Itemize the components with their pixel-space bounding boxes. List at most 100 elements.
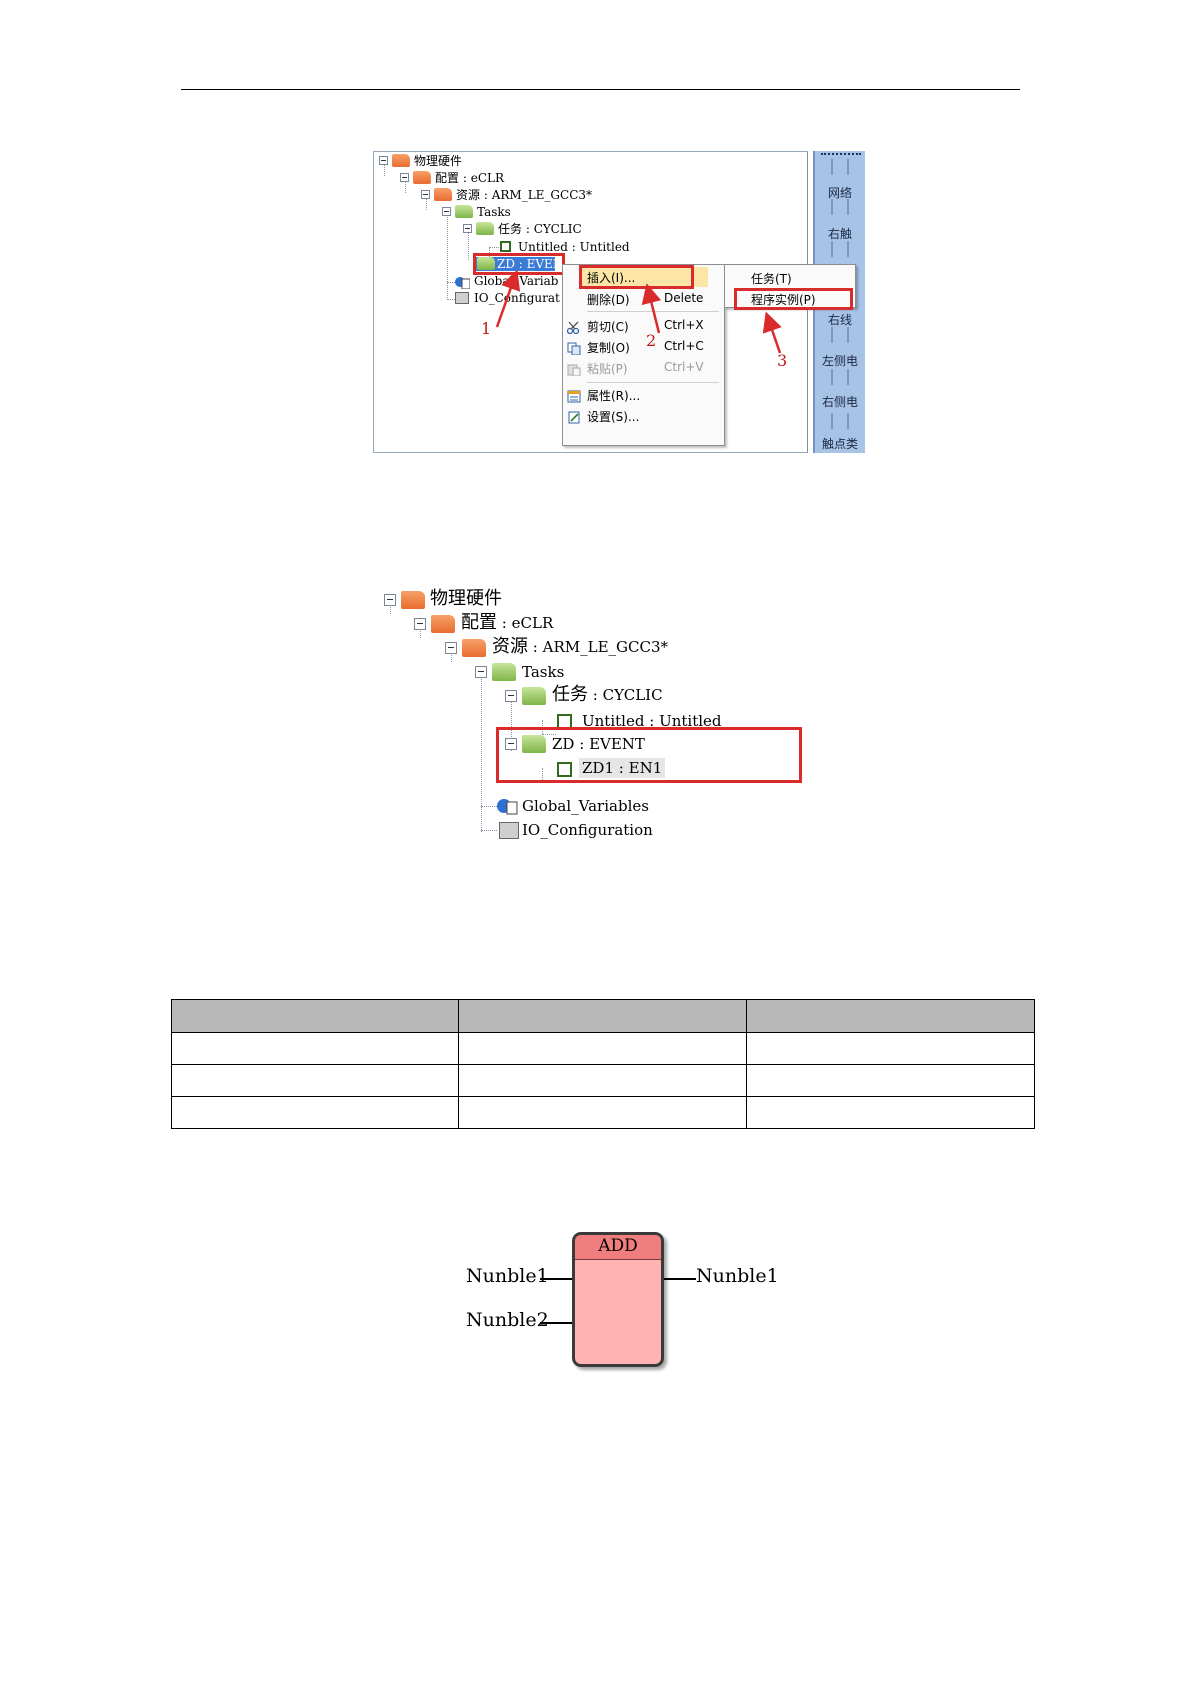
table-cell: [170, 1096, 460, 1129]
tree-item-zd-event[interactable]: ZD : EVENT: [497, 257, 572, 271]
toolbox-item-right-contact[interactable]: 右触: [827, 227, 852, 241]
folder-icon: [522, 687, 546, 705]
menu-item-properties[interactable]: 属性(R)...: [587, 389, 641, 403]
collapse-toggle[interactable]: [505, 738, 517, 750]
folder-icon: [477, 257, 495, 270]
tree-line: [542, 768, 543, 782]
tree-line: [447, 214, 448, 300]
collapse-toggle[interactable]: [414, 618, 426, 630]
table-cell: [458, 1032, 747, 1065]
tree-item-resource[interactable]: 资源 : ARM_LE_GCC3*: [456, 188, 593, 202]
table-header-cell: [745, 999, 1036, 1033]
folder-icon: [522, 735, 546, 753]
tree-line: [390, 600, 391, 614]
collapse-toggle[interactable]: [475, 666, 487, 678]
collapse-toggle[interactable]: [463, 224, 472, 233]
folder-icon: [392, 154, 410, 167]
collapse-toggle[interactable]: [379, 156, 388, 165]
folder-icon: [492, 663, 516, 681]
toolbox-grip: [821, 153, 861, 155]
folder-icon: [455, 205, 473, 218]
toolbox-item-right-rail[interactable]: 右侧电: [821, 395, 858, 409]
global-variables-icon: [496, 797, 518, 815]
toolbox-item-left-rail[interactable]: 左侧电: [821, 354, 858, 368]
tree-line: [451, 648, 452, 662]
tree-line: [481, 672, 482, 832]
tree-line: [489, 247, 499, 248]
tree-item-task-cyclic[interactable]: 任务 : CYCLIC: [498, 222, 582, 236]
tree-item-config[interactable]: 配置 : eCLR: [461, 612, 554, 633]
tree-item-untitled[interactable]: Untitled : Untitled: [518, 240, 630, 254]
menu-item-paste[interactable]: 粘贴(P): [587, 362, 628, 376]
tree-item-io-configuration[interactable]: IO_Configuration: [522, 821, 653, 839]
menu-separator: [587, 382, 719, 383]
toolbox-item-right-line[interactable]: 右线: [827, 313, 852, 327]
menu-item-settings[interactable]: 设置(S)...: [587, 410, 640, 424]
callout-arrows: [495, 269, 782, 354]
folder-icon: [462, 639, 486, 657]
table-row: [170, 1096, 1036, 1129]
collapse-toggle[interactable]: [442, 207, 451, 216]
toolbox-contact-icon: [831, 199, 849, 215]
submenu-item-task[interactable]: 任务(T): [751, 272, 792, 286]
fb-input-label-2: Nunble2: [466, 1309, 549, 1331]
tree-item-physical-hardware: 物理硬件: [414, 154, 463, 168]
menu-item-insert[interactable]: 插入(I)...: [587, 271, 636, 285]
io-configuration-icon: [499, 822, 519, 839]
tree-item-zd-event[interactable]: ZD : EVENT: [552, 735, 645, 753]
collapse-toggle[interactable]: [400, 173, 409, 182]
tree-item-untitled[interactable]: Untitled : Untitled: [582, 712, 722, 730]
toolbox-item-contact-type[interactable]: 触点类: [821, 437, 858, 451]
tree-item-global-variables[interactable]: Global_Variables: [522, 797, 649, 815]
tree-line: [481, 806, 497, 807]
tree-item-zd1-en1[interactable]: ZD1 : EN1: [579, 758, 666, 778]
highlight-box-3: [734, 288, 853, 310]
table-row: [170, 1064, 1036, 1097]
tree-item-tasks[interactable]: Tasks: [522, 663, 565, 681]
function-block-add[interactable]: ADD: [572, 1232, 664, 1367]
menu-item-delete[interactable]: 删除(D): [587, 293, 630, 307]
collapse-toggle[interactable]: [445, 642, 457, 654]
tree-line: [447, 282, 459, 283]
context-menu-screenshot: 网络 右触 右线 左侧电 右侧电 触点类 物理硬件 配置 : eCLR 资源 :…: [373, 151, 865, 453]
settings-icon: [567, 409, 581, 424]
table-cell: [745, 1064, 1036, 1097]
folder-icon: [413, 171, 431, 184]
selected-row-highlight: [475, 257, 555, 271]
tree-item-io-configuration[interactable]: IO_Configurat: [474, 291, 560, 305]
collapse-toggle[interactable]: [421, 190, 430, 199]
folder-icon: [434, 188, 452, 201]
menu-item-copy[interactable]: 复制(O): [587, 341, 630, 355]
highlight-box: [496, 727, 802, 783]
callout-number-3: 3: [777, 351, 788, 370]
table-cell: [170, 1032, 460, 1065]
collapse-toggle[interactable]: [384, 594, 396, 606]
tree-line: [420, 624, 421, 638]
table-row: [170, 1032, 1036, 1065]
function-block-title: ADD: [575, 1235, 661, 1260]
tree-line: [468, 232, 469, 260]
header-rule: [181, 89, 1020, 90]
callout-number-1: 1: [481, 319, 492, 338]
tree-line: [511, 696, 512, 751]
folder-icon: [476, 222, 494, 235]
menu-item-cut[interactable]: 剪切(C): [587, 320, 629, 334]
fb-input-label-1: Nunble1: [466, 1265, 549, 1287]
tree-line: [542, 734, 556, 735]
toolbox-item-network[interactable]: 网络: [827, 186, 852, 200]
tree-item-task-cyclic[interactable]: 任务 : CYCLIC: [552, 684, 663, 705]
tree-item-tasks[interactable]: Tasks: [477, 205, 511, 219]
fb-output-pin: [664, 1278, 696, 1280]
tree-line: [384, 164, 385, 176]
collapse-toggle[interactable]: [505, 690, 517, 702]
menu-shortcut-delete: Delete: [664, 291, 704, 305]
submenu-item-program-instance[interactable]: 程序实例(P): [751, 293, 816, 307]
properties-icon: [567, 388, 581, 403]
tree-item-resource[interactable]: 资源 : ARM_LE_GCC3*: [492, 636, 669, 657]
table-cell: [458, 1064, 747, 1097]
tree-line: [481, 830, 497, 831]
tree-item-config[interactable]: 配置 : eCLR: [435, 171, 505, 185]
menu-hover-highlight: [580, 267, 708, 287]
tree-item-physical-hardware: 物理硬件: [430, 588, 502, 609]
scissors-icon: [566, 319, 581, 335]
